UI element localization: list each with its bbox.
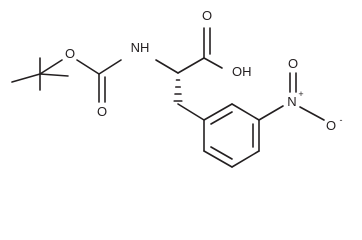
bond-ring-nitro <box>258 105 284 121</box>
atom-nitro-oxygen-double: O <box>288 56 298 71</box>
bond-acid-c-oh <box>203 57 223 69</box>
bond-alpha-acid-carbon <box>177 57 205 74</box>
atom-amine: NH <box>131 40 150 55</box>
benzene-ring <box>203 103 260 168</box>
molecule-drawing: O O NH O OH N + O O - <box>11 8 343 168</box>
atom-nitro-oxygen-single: O <box>326 118 336 133</box>
bond-n-alpha <box>155 59 179 74</box>
atom-ester-oxygen: O <box>65 46 75 61</box>
atom-acid-carbonyl-oxygen: O <box>202 8 212 23</box>
nitro-minus-charge: - <box>340 115 343 125</box>
bond-tbu-methyl-2 <box>11 73 41 83</box>
bond-nitro-o-single <box>299 106 325 121</box>
bond-ch2-ring <box>177 103 205 121</box>
hashed-stereo-bond <box>173 79 183 102</box>
bond-tbu-c-o <box>39 59 63 75</box>
bond-tbu-methyl-3 <box>39 73 69 77</box>
atom-nitro-nitrogen: N <box>287 94 296 109</box>
nitro-plus-charge: + <box>298 89 303 99</box>
atom-hydroxyl: OH <box>232 64 252 79</box>
bond-carbonyl-n <box>98 59 122 75</box>
chemical-structure-canvas: O O NH O OH N + O O - <box>11 8 343 168</box>
atom-carbonyl-oxygen-boc: O <box>97 104 107 119</box>
bond-o-carbonyl <box>76 59 100 75</box>
